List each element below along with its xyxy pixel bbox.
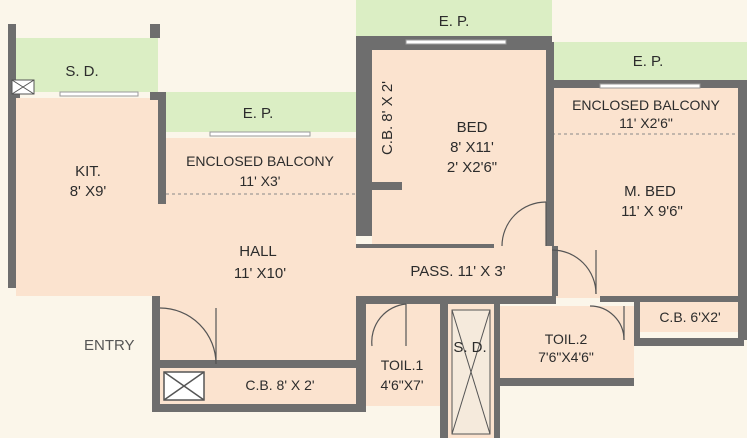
- balcony-left-name: ENCLOSED BALCONY: [186, 153, 334, 169]
- toilet1-name: TOIL.1: [381, 357, 424, 373]
- passage-area: [356, 246, 552, 296]
- external-area-right: [552, 42, 747, 80]
- mbed-cupboard-label: C.B. 6'X2': [659, 309, 720, 325]
- ep-top-label: E. P.: [439, 13, 470, 30]
- master-bed-size: 11' X 9'6": [621, 203, 683, 220]
- bed-size: 8' X11': [450, 139, 494, 156]
- doors: [159, 201, 625, 365]
- external-area-middle: [166, 92, 356, 132]
- toilet2-size: 7'6"X4'6": [538, 349, 594, 365]
- enclosed-balcony-right-area: [552, 88, 738, 134]
- ep-middle-label: E. P.: [243, 105, 274, 122]
- toilet2-area: [500, 306, 634, 378]
- enclosed-balcony-left-area: [166, 138, 356, 194]
- hall-size: 11' X10': [234, 265, 286, 282]
- sd-top-label: S. D.: [65, 63, 98, 80]
- shaft-label: S. D.: [453, 339, 486, 356]
- hall-name: HALL: [239, 243, 277, 260]
- external-area-top-middle: [356, 0, 552, 42]
- bed-name: BED: [457, 119, 488, 136]
- balcony-right-name: ENCLOSED BALCONY: [572, 97, 720, 113]
- windows: [59, 39, 701, 137]
- shaft-box-entry: [163, 371, 205, 401]
- bed-lower-area: [372, 182, 546, 246]
- master-bed-area: [552, 134, 738, 298]
- toilet2-name: TOIL.2: [545, 331, 588, 347]
- hall-lower-area: [160, 260, 356, 368]
- kitchen-size: 8' X9': [70, 183, 107, 200]
- entry-cupboard-label: C.B. 8' X 2': [245, 377, 314, 393]
- shaft-box-center: [451, 309, 491, 435]
- ep-right-label: E. P.: [633, 53, 664, 70]
- bed-cupboard-area: [372, 50, 402, 182]
- entry-label: ENTRY: [84, 337, 135, 354]
- mbed-cupboard-area: [640, 298, 738, 332]
- bed-extra: 2' X2'6": [447, 159, 497, 176]
- master-bed-name: M. BED: [624, 183, 676, 200]
- shaft-box-top-left: [11, 79, 35, 95]
- passage-label: PASS. 11' X 3': [410, 263, 505, 280]
- balcony-right-size: 11' X2'6": [619, 115, 673, 131]
- kitchen-name: KIT.: [75, 163, 101, 180]
- toilet1-size: 4'6"X7': [380, 377, 423, 393]
- balcony-left-size: 11' X3': [240, 173, 281, 189]
- bed-cupboard-label: C.B. 8' X 2': [379, 81, 396, 155]
